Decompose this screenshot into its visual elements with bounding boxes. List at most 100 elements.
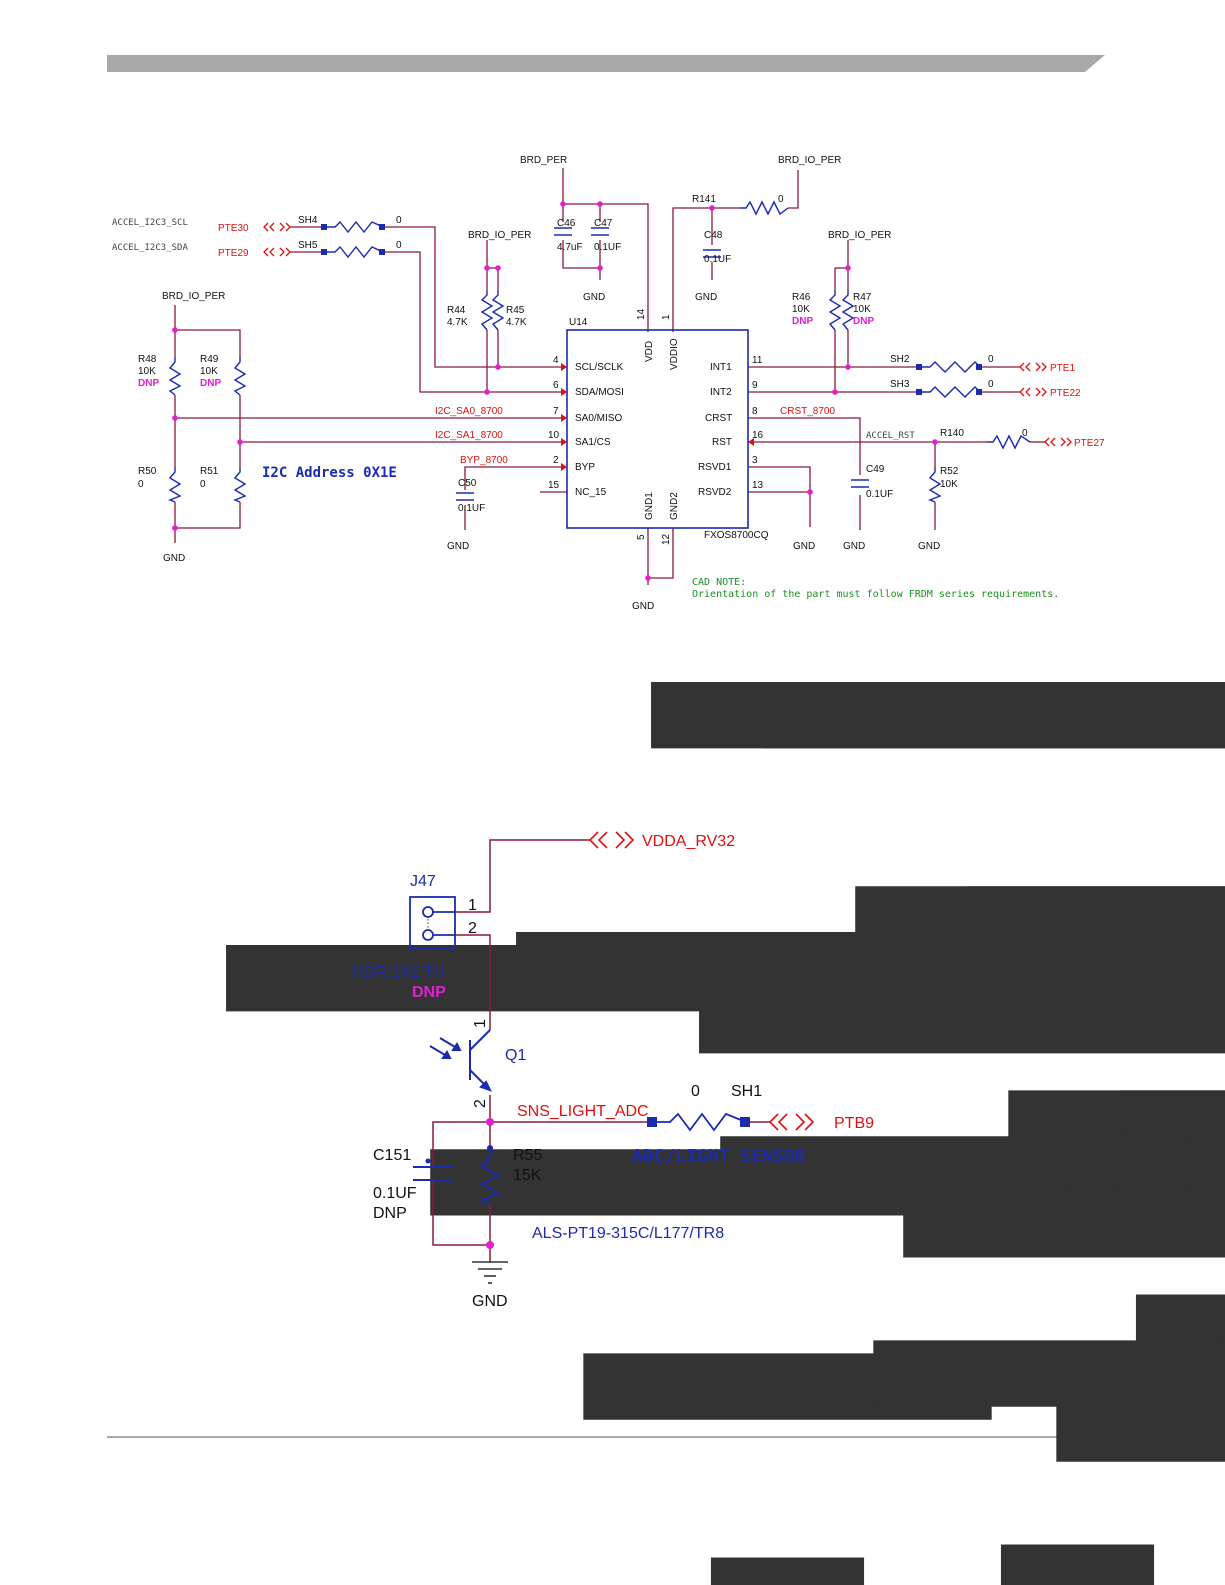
port-arrows	[588, 831, 815, 1131]
pin-name: SDA/MOSI	[575, 387, 624, 398]
i2c-address-label: I2C Address 0X1E	[262, 465, 397, 481]
res-r45-label: R45	[506, 305, 525, 316]
res-r46-value: 10K	[792, 304, 810, 315]
res-r50-value: 0	[138, 479, 144, 490]
pin-number: 10	[548, 430, 560, 441]
cap-c49-label: C49	[866, 464, 885, 475]
shunt-sh1	[647, 1112, 750, 1132]
pin-number: 8	[752, 406, 758, 417]
pin-name: SA1/CS	[575, 437, 611, 448]
capacitor-symbols	[456, 227, 869, 501]
adc-light-sensor-label: ADC/LIGHT SENSOR	[632, 1146, 806, 1167]
net-brd-io-per: BRD_IO_PER	[468, 230, 531, 241]
net-crst: CRST_8700	[780, 406, 835, 417]
cap-c46-value: 4.7uF	[557, 242, 583, 253]
j47-pin2-number: 2	[468, 920, 477, 937]
res-r47-value: 10K	[853, 304, 871, 315]
shunt-sh2-value: 0	[988, 354, 994, 365]
pin-number: 14	[636, 308, 647, 320]
res-r48-label: R48	[138, 354, 157, 365]
dnp-label: DNP	[412, 984, 446, 1001]
port-pte22: PTE22	[1050, 388, 1081, 399]
pin-number: 1	[661, 314, 672, 320]
pin-number: 5	[636, 534, 647, 540]
gnd-label: GND	[632, 601, 654, 612]
res-r49-label: R49	[200, 354, 219, 365]
resistor-symbols	[168, 290, 942, 503]
pin-number: 3	[752, 455, 758, 466]
hdr-part-label: HDR 1X2 TH	[352, 964, 445, 981]
phototransistor-q1	[429, 1029, 492, 1092]
sh1-value: 0	[691, 1083, 700, 1100]
wires	[432, 839, 770, 1262]
gnd-label: GND	[447, 541, 469, 552]
shunt-sh4-label: SH4	[298, 215, 318, 226]
cap-c48-value: 0.1UF	[704, 254, 731, 265]
pin-number: 11	[752, 355, 763, 366]
net-brd-io-per: BRD_IO_PER	[828, 230, 891, 241]
res-r141-value: 0	[778, 194, 784, 205]
port-arrows	[263, 222, 1072, 447]
c151-label: C151	[373, 1147, 411, 1164]
pin-number: 4	[553, 355, 559, 366]
part-number-label: ALS-PT19-315C/L177/TR8	[532, 1225, 724, 1242]
pin-name: INT2	[710, 387, 732, 398]
pin-number: 12	[661, 533, 672, 545]
j47-pin	[422, 929, 434, 941]
net-accel-scl: ACCEL_I2C3_SCL	[112, 218, 188, 228]
pin-name: CRST	[705, 413, 732, 424]
header-bar	[107, 55, 1105, 72]
pin-arrows	[561, 363, 754, 471]
gnd-symbol	[472, 1261, 508, 1284]
shunt-sh2-label: SH2	[890, 354, 910, 365]
pin-number: 13	[752, 480, 764, 491]
gnd-label: GND	[695, 292, 717, 303]
net-byp: BYP_8700	[460, 455, 508, 466]
pin-name: RSVD1	[698, 462, 732, 473]
shunt-sh4-value: 0	[396, 215, 402, 226]
shunt-sh5-value: 0	[396, 240, 402, 251]
res-r48-value: 10K	[138, 366, 156, 377]
pin-number: 16	[752, 430, 764, 441]
res-r49-value: 10K	[200, 366, 218, 377]
pin-number: 15	[548, 480, 560, 491]
net-accel-sda: ACCEL_I2C3_SDA	[112, 243, 188, 253]
cap-c47-value: 0.1UF	[594, 242, 621, 253]
q1-label: Q1	[505, 1047, 526, 1064]
res-r140-value: 0	[1022, 428, 1028, 439]
gnd-label: GND	[583, 292, 605, 303]
r55-value: 15K	[513, 1167, 542, 1184]
q1-pin2-number: 2	[472, 1099, 489, 1108]
port-ptb9: PTB9	[834, 1115, 874, 1132]
gnd-label: GND	[793, 541, 815, 552]
dnp-label: DNP	[200, 378, 221, 389]
res-r140-label: R140	[940, 428, 964, 439]
dnp-label: DNP	[138, 378, 159, 389]
pin-name: GND1	[644, 492, 655, 520]
cap-c48-label: C48	[704, 230, 723, 241]
cap-c47-label: C47	[594, 218, 613, 229]
gnd-label: GND	[918, 541, 940, 552]
pin-name: NC_15	[575, 487, 607, 498]
res-r47-label: R47	[853, 292, 872, 303]
port-pte30: PTE30	[218, 223, 249, 234]
gnd-label: GND	[163, 553, 185, 564]
res-r141-label: R141	[692, 194, 716, 205]
pin-name: INT1	[710, 362, 732, 373]
c151-dnp: DNP	[373, 1205, 407, 1222]
res-r51-label: R51	[200, 466, 219, 477]
cap-c49-value: 0.1UF	[866, 489, 893, 500]
cap-c50-label: C50	[458, 478, 477, 489]
ic-u14-ref: U14	[569, 317, 588, 328]
capacitor-c151	[413, 1166, 453, 1181]
res-r44-label: R44	[447, 305, 466, 316]
j47-header-body	[409, 896, 456, 950]
cad-note-title: CAD NOTE:	[692, 577, 746, 588]
pin-number: 9	[752, 380, 758, 391]
pin-number: 6	[553, 380, 559, 391]
pin-name: VDD	[644, 341, 655, 362]
resistor-r55	[479, 1150, 501, 1206]
net-i2c-sa1: I2C_SA1_8700	[435, 430, 503, 441]
cad-note-text: Orientation of the part must follow FRDM…	[692, 589, 1059, 600]
